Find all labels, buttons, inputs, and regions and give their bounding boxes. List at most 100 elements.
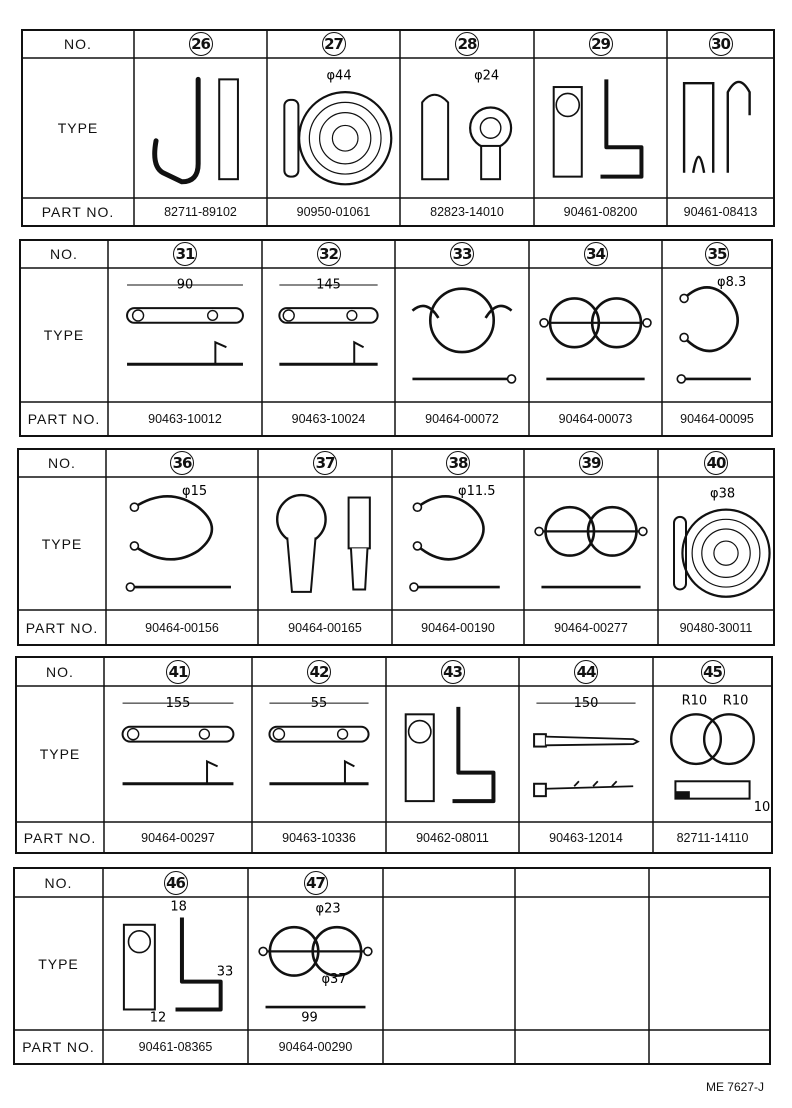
dimension-label: 10 xyxy=(754,800,771,815)
item-number: 28 xyxy=(400,30,534,58)
header-part-no-label: PART NO. xyxy=(22,1039,95,1055)
wire-ring-clip-icon xyxy=(395,268,529,402)
bracket-clip-icon xyxy=(386,686,519,822)
wire-hook-clip-icon: φ15 xyxy=(106,477,258,610)
grommet-icon: φ38 xyxy=(658,477,774,610)
push-clip-icon xyxy=(258,477,392,610)
item-number-badge: 26 xyxy=(188,32,213,56)
band-clamp-icon: 155 xyxy=(104,686,252,822)
wire-hook-clip-icon: φ11.5 xyxy=(392,477,524,610)
item-number: 40 xyxy=(658,449,774,477)
table-grid xyxy=(21,29,775,227)
part-number: 90464-00165 xyxy=(288,620,362,635)
dimension-label: 18 xyxy=(170,899,187,914)
part-number: 90463-10012 xyxy=(148,412,222,426)
item-number-badge: 27 xyxy=(321,32,346,56)
part-number: 82823-14010 xyxy=(430,205,504,219)
dimension-label: φ23 xyxy=(316,902,341,917)
part-number: 90463-10336 xyxy=(282,830,356,845)
item-number: 36 xyxy=(106,449,258,477)
item-number: 34 xyxy=(529,240,662,268)
cable-tie-icon: 150 xyxy=(519,686,653,822)
item-number: 30 xyxy=(667,30,774,58)
dimension-label: φ38 xyxy=(710,487,735,502)
part-number: 90462-08011 xyxy=(416,830,489,845)
wire-double-clip-icon xyxy=(529,268,662,402)
table-grid xyxy=(13,867,771,1065)
item-number-badge: 29 xyxy=(588,32,613,56)
part-number: 90461-08200 xyxy=(563,205,638,219)
header-no-label: NO. xyxy=(44,874,73,891)
item-number: 42 xyxy=(252,657,386,686)
bracket-clip-icon: 18 33 12 xyxy=(103,897,248,1030)
item-number: 43 xyxy=(386,657,519,686)
part-number: 90463-10024 xyxy=(291,412,366,426)
item-number xyxy=(383,868,515,897)
item-number-badge: 37 xyxy=(313,451,337,475)
item-number: 44 xyxy=(519,657,653,686)
item-number: 39 xyxy=(524,449,658,477)
dimension-label: φ44 xyxy=(326,68,351,83)
header-no-label: NO. xyxy=(50,246,78,262)
header-type-label: TYPE xyxy=(41,535,83,552)
part-number: 90480-30011 xyxy=(679,620,753,635)
part-number: 90464-00277 xyxy=(554,620,628,635)
item-number-badge: 31 xyxy=(173,242,197,266)
part-number: 90464-00072 xyxy=(425,412,499,426)
header-no-label: NO. xyxy=(64,36,92,52)
part-number: 90464-00297 xyxy=(141,830,215,845)
part-number: 90461-08365 xyxy=(138,1040,213,1054)
part-number: 90461-08413 xyxy=(683,205,758,219)
item-number xyxy=(515,868,649,897)
part-number: 90464-00290 xyxy=(278,1040,353,1054)
item-number: 35 xyxy=(662,240,772,268)
dimension-label: R10 xyxy=(682,693,708,708)
item-number: 31 xyxy=(108,240,262,268)
dimension-label: 99 xyxy=(301,1011,318,1026)
header-type-label: TYPE xyxy=(57,120,99,136)
item-number-badge: 36 xyxy=(170,451,194,475)
item-number-badge: 45 xyxy=(700,659,725,684)
dimension-label: 33 xyxy=(217,965,234,980)
item-number-badge: 43 xyxy=(440,659,465,684)
bracket-clip-icon xyxy=(534,58,667,198)
item-number-badge: 40 xyxy=(704,451,728,475)
ring-clip-icon: φ24 xyxy=(400,58,534,198)
item-number-badge: 33 xyxy=(450,242,474,266)
table-grid xyxy=(19,239,773,437)
item-number-badge: 32 xyxy=(316,242,341,266)
item-number-badge: 30 xyxy=(708,32,733,56)
j-hook-clip-icon xyxy=(134,58,267,198)
item-number-badge: 46 xyxy=(163,870,188,895)
item-number xyxy=(649,868,770,897)
dimension-label: 12 xyxy=(150,1011,167,1026)
item-number: 29 xyxy=(534,30,667,58)
document-code: ME 7627-J xyxy=(705,1080,764,1094)
item-number-badge: 44 xyxy=(574,659,598,684)
header-type-label: TYPE xyxy=(43,327,85,343)
part-number: 90464-00190 xyxy=(421,620,495,635)
item-number: 37 xyxy=(258,449,392,477)
item-number-badge: 47 xyxy=(303,870,328,895)
header-part-no-label: PART NO. xyxy=(25,619,99,636)
item-number-badge: 42 xyxy=(307,659,331,684)
header-type-label: TYPE xyxy=(38,955,79,972)
part-number: 82711-89102 xyxy=(164,205,237,219)
band-clamp-icon: 90 xyxy=(108,268,262,402)
item-number-badge: 35 xyxy=(705,242,729,266)
band-clamp-icon: 55 xyxy=(252,686,386,822)
item-number: 41 xyxy=(104,657,252,686)
item-number: 46 xyxy=(103,868,248,897)
empty-cell xyxy=(649,897,770,1030)
item-number: 47 xyxy=(248,868,383,897)
empty-cell xyxy=(383,897,515,1030)
header-part-no-label: PART NO. xyxy=(41,204,115,220)
part-number xyxy=(649,1030,770,1064)
item-number: 32 xyxy=(262,240,395,268)
item-number-badge: 41 xyxy=(166,659,190,684)
